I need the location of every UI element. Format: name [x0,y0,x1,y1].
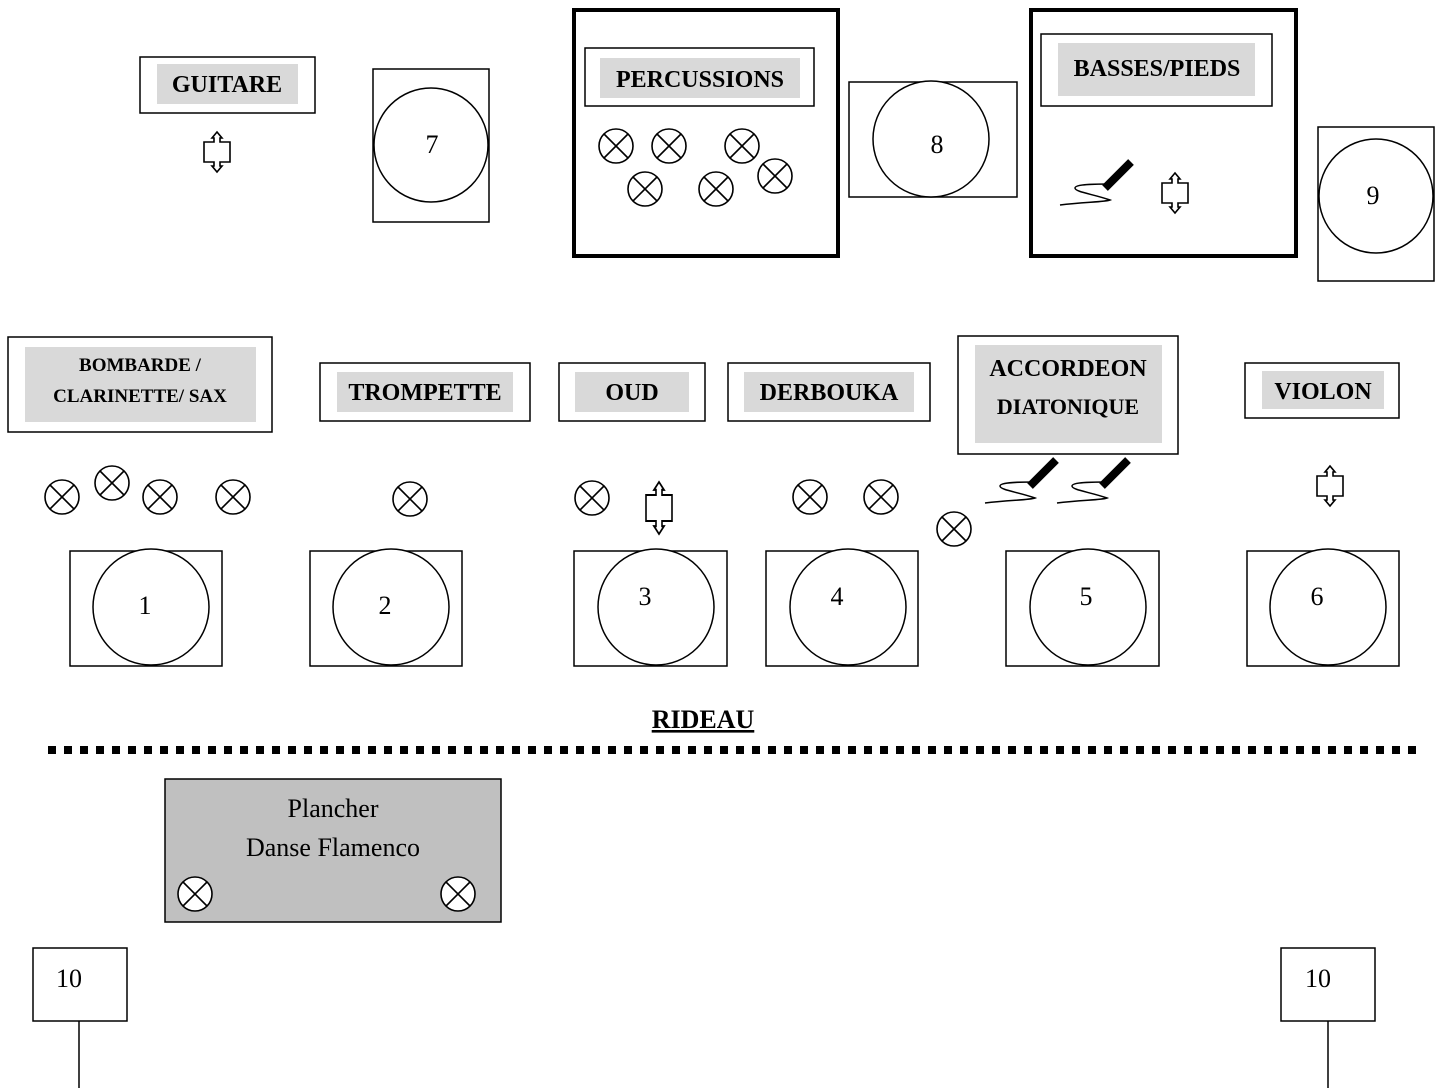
label-derbouka: DERBOUKA [727,362,931,422]
floor-monitor-4: 4 [765,548,919,667]
speaker-left-number: 10 [56,964,82,993]
label-oud-text: OUD [605,380,658,406]
derbouka-mic-icon [792,479,828,515]
bombarde-mic-icon [215,479,251,515]
speaker-right: 10 [1280,947,1376,1088]
flamenco-floor: Plancher Danse Flamenco [164,778,502,923]
floor-mic-icon [440,876,476,912]
monitor-8-number: 8 [931,130,944,159]
label-derbouka-text: DERBOUKA [760,380,899,406]
label-bombarde-line1: BOMBARDE / [79,355,202,376]
floor-line1: Plancher [288,794,379,823]
oud-di-box-icon [644,480,674,536]
floor-monitor-2: 2 [309,548,463,667]
floor-monitor-3: 3 [573,548,728,667]
oud-mic-icon [574,480,610,516]
monitor-4-number: 4 [831,582,844,611]
bombarde-mic-icon [94,465,130,501]
derbouka-mic-icon [863,479,899,515]
label-oud: OUD [558,362,706,422]
percussion-mic-icon [698,171,734,207]
percussion-mic-icon [627,171,663,207]
floor-monitor-7: 7 [372,68,490,223]
basses-pieds-riser: BASSES/PIEDS [1029,8,1298,258]
label-trompette: TROMPETTE [319,362,531,422]
monitor-9-number: 9 [1367,181,1380,210]
guitar-di-box-icon [203,131,231,173]
derbouka-mic-icon [936,511,972,547]
label-accordeon-line2: DIATONIQUE [997,394,1139,419]
label-accordeon-line1: ACCORDEON [989,356,1147,382]
trompette-mic-icon [392,481,428,517]
monitor-2-number: 2 [379,591,392,620]
floor-monitor-1: 1 [69,548,223,667]
bombarde-mic-icon [142,479,178,515]
floor-mic-icon [177,876,213,912]
monitor-1-number: 1 [139,591,152,620]
percussion-mic-icon [724,128,760,164]
speaker-left: 10 [32,947,128,1088]
label-bombarde: BOMBARDE / CLARINETTE/ SAX [7,336,273,433]
floor-monitor-5: 5 [1005,548,1160,667]
label-guitare-text: GUITARE [172,72,282,98]
label-guitare: GUITARE [139,56,316,114]
percussions-riser: PERCUSSIONS [572,8,840,258]
monitor-6-number: 6 [1311,582,1324,611]
percussion-mic-icon [598,128,634,164]
monitor-3-number: 3 [639,582,652,611]
label-violon: VIOLON [1244,362,1400,419]
monitor-5-number: 5 [1080,582,1093,611]
label-basses-text: BASSES/PIEDS [1074,56,1241,82]
bombarde-mic-icon [44,479,80,515]
label-trompette-text: TROMPETTE [348,380,501,406]
floor-monitor-9: 9 [1317,126,1435,282]
label-bombarde-line2: CLARINETTE/ SAX [53,386,227,407]
label-accordeon: ACCORDEON DIATONIQUE [957,335,1179,455]
floor-line2: Danse Flamenco [246,833,420,862]
label-violon-text: VIOLON [1274,379,1372,405]
accordeon-clip-mic-icon [985,460,1056,503]
monitor-7-number: 7 [426,130,439,159]
speaker-right-number: 10 [1305,964,1331,993]
label-percussions-text: PERCUSSIONS [616,67,784,93]
floor-monitor-8: 8 [848,80,1018,198]
percussion-mic-icon [651,128,687,164]
floor-monitor-6: 6 [1246,548,1400,667]
accordeon-clip-mic-icon [1057,460,1128,503]
violon-di-box-icon [1316,465,1344,507]
percussion-mic-icon [757,158,793,194]
rideau-label: RIDEAU [652,705,755,734]
